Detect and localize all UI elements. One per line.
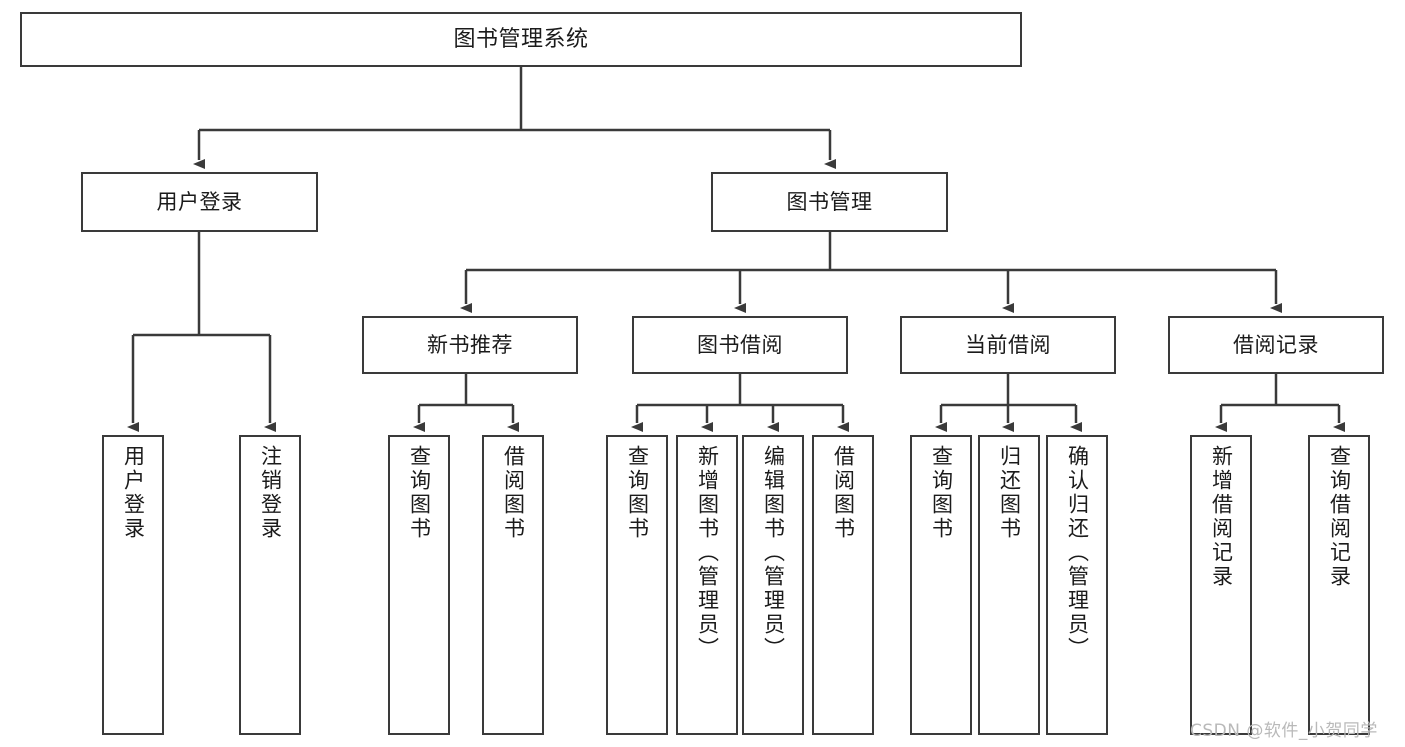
- leaf-current-confirm-return-admin[interactable]: 确认归还（管理员）: [1046, 435, 1108, 735]
- leaf-user-login[interactable]: 用户登录: [102, 435, 164, 735]
- leaf-new-book-query[interactable]: 查询图书: [388, 435, 450, 735]
- node-label: 新增图书（管理员）: [695, 445, 720, 661]
- leaf-current-query-book[interactable]: 查询图书: [910, 435, 972, 735]
- leaf-new-book-borrow[interactable]: 借阅图书: [482, 435, 544, 735]
- node-label: 注销登录: [258, 445, 283, 541]
- node-label: 查询图书: [929, 445, 954, 541]
- node-label: 查询图书: [625, 445, 650, 541]
- node-root-book-management-system[interactable]: 图书管理系统: [20, 12, 1022, 67]
- node-current-borrow[interactable]: 当前借阅: [900, 316, 1116, 374]
- node-label: 借阅图书: [831, 445, 856, 541]
- node-label: 新增借阅记录: [1209, 445, 1234, 589]
- leaf-borrow-query-book[interactable]: 查询图书: [606, 435, 668, 735]
- node-new-book-recommend[interactable]: 新书推荐: [362, 316, 578, 374]
- node-label: 借阅图书: [501, 445, 526, 541]
- node-book-management[interactable]: 图书管理: [711, 172, 948, 232]
- node-book-borrow[interactable]: 图书借阅: [632, 316, 848, 374]
- leaf-record-add[interactable]: 新增借阅记录: [1190, 435, 1252, 735]
- node-label: 图书借阅: [697, 332, 783, 357]
- node-label: 用户登录: [121, 445, 146, 541]
- node-label: 用户登录: [156, 189, 243, 214]
- node-label: 图书管理: [786, 189, 873, 214]
- leaf-record-query[interactable]: 查询借阅记录: [1308, 435, 1370, 735]
- leaf-current-return-book[interactable]: 归还图书: [978, 435, 1040, 735]
- csdn-watermark: CSDN @软件_小贺同学: [1190, 721, 1378, 741]
- node-label: 确认归还（管理员）: [1065, 445, 1090, 661]
- node-label: 借阅记录: [1233, 332, 1319, 357]
- leaf-logout[interactable]: 注销登录: [239, 435, 301, 735]
- node-label: 图书管理系统: [453, 26, 589, 52]
- node-user-login[interactable]: 用户登录: [81, 172, 318, 232]
- node-borrow-record[interactable]: 借阅记录: [1168, 316, 1384, 374]
- node-label: 编辑图书（管理员）: [761, 445, 786, 661]
- node-label: 新书推荐: [427, 332, 513, 357]
- node-label: 当前借阅: [965, 332, 1051, 357]
- leaf-borrow-add-book-admin[interactable]: 新增图书（管理员）: [676, 435, 738, 735]
- node-label: 查询借阅记录: [1327, 445, 1352, 589]
- node-label: 归还图书: [997, 445, 1022, 541]
- leaf-borrow-borrow-book[interactable]: 借阅图书: [812, 435, 874, 735]
- node-label: 查询图书: [407, 445, 432, 541]
- leaf-borrow-edit-book-admin[interactable]: 编辑图书（管理员）: [742, 435, 804, 735]
